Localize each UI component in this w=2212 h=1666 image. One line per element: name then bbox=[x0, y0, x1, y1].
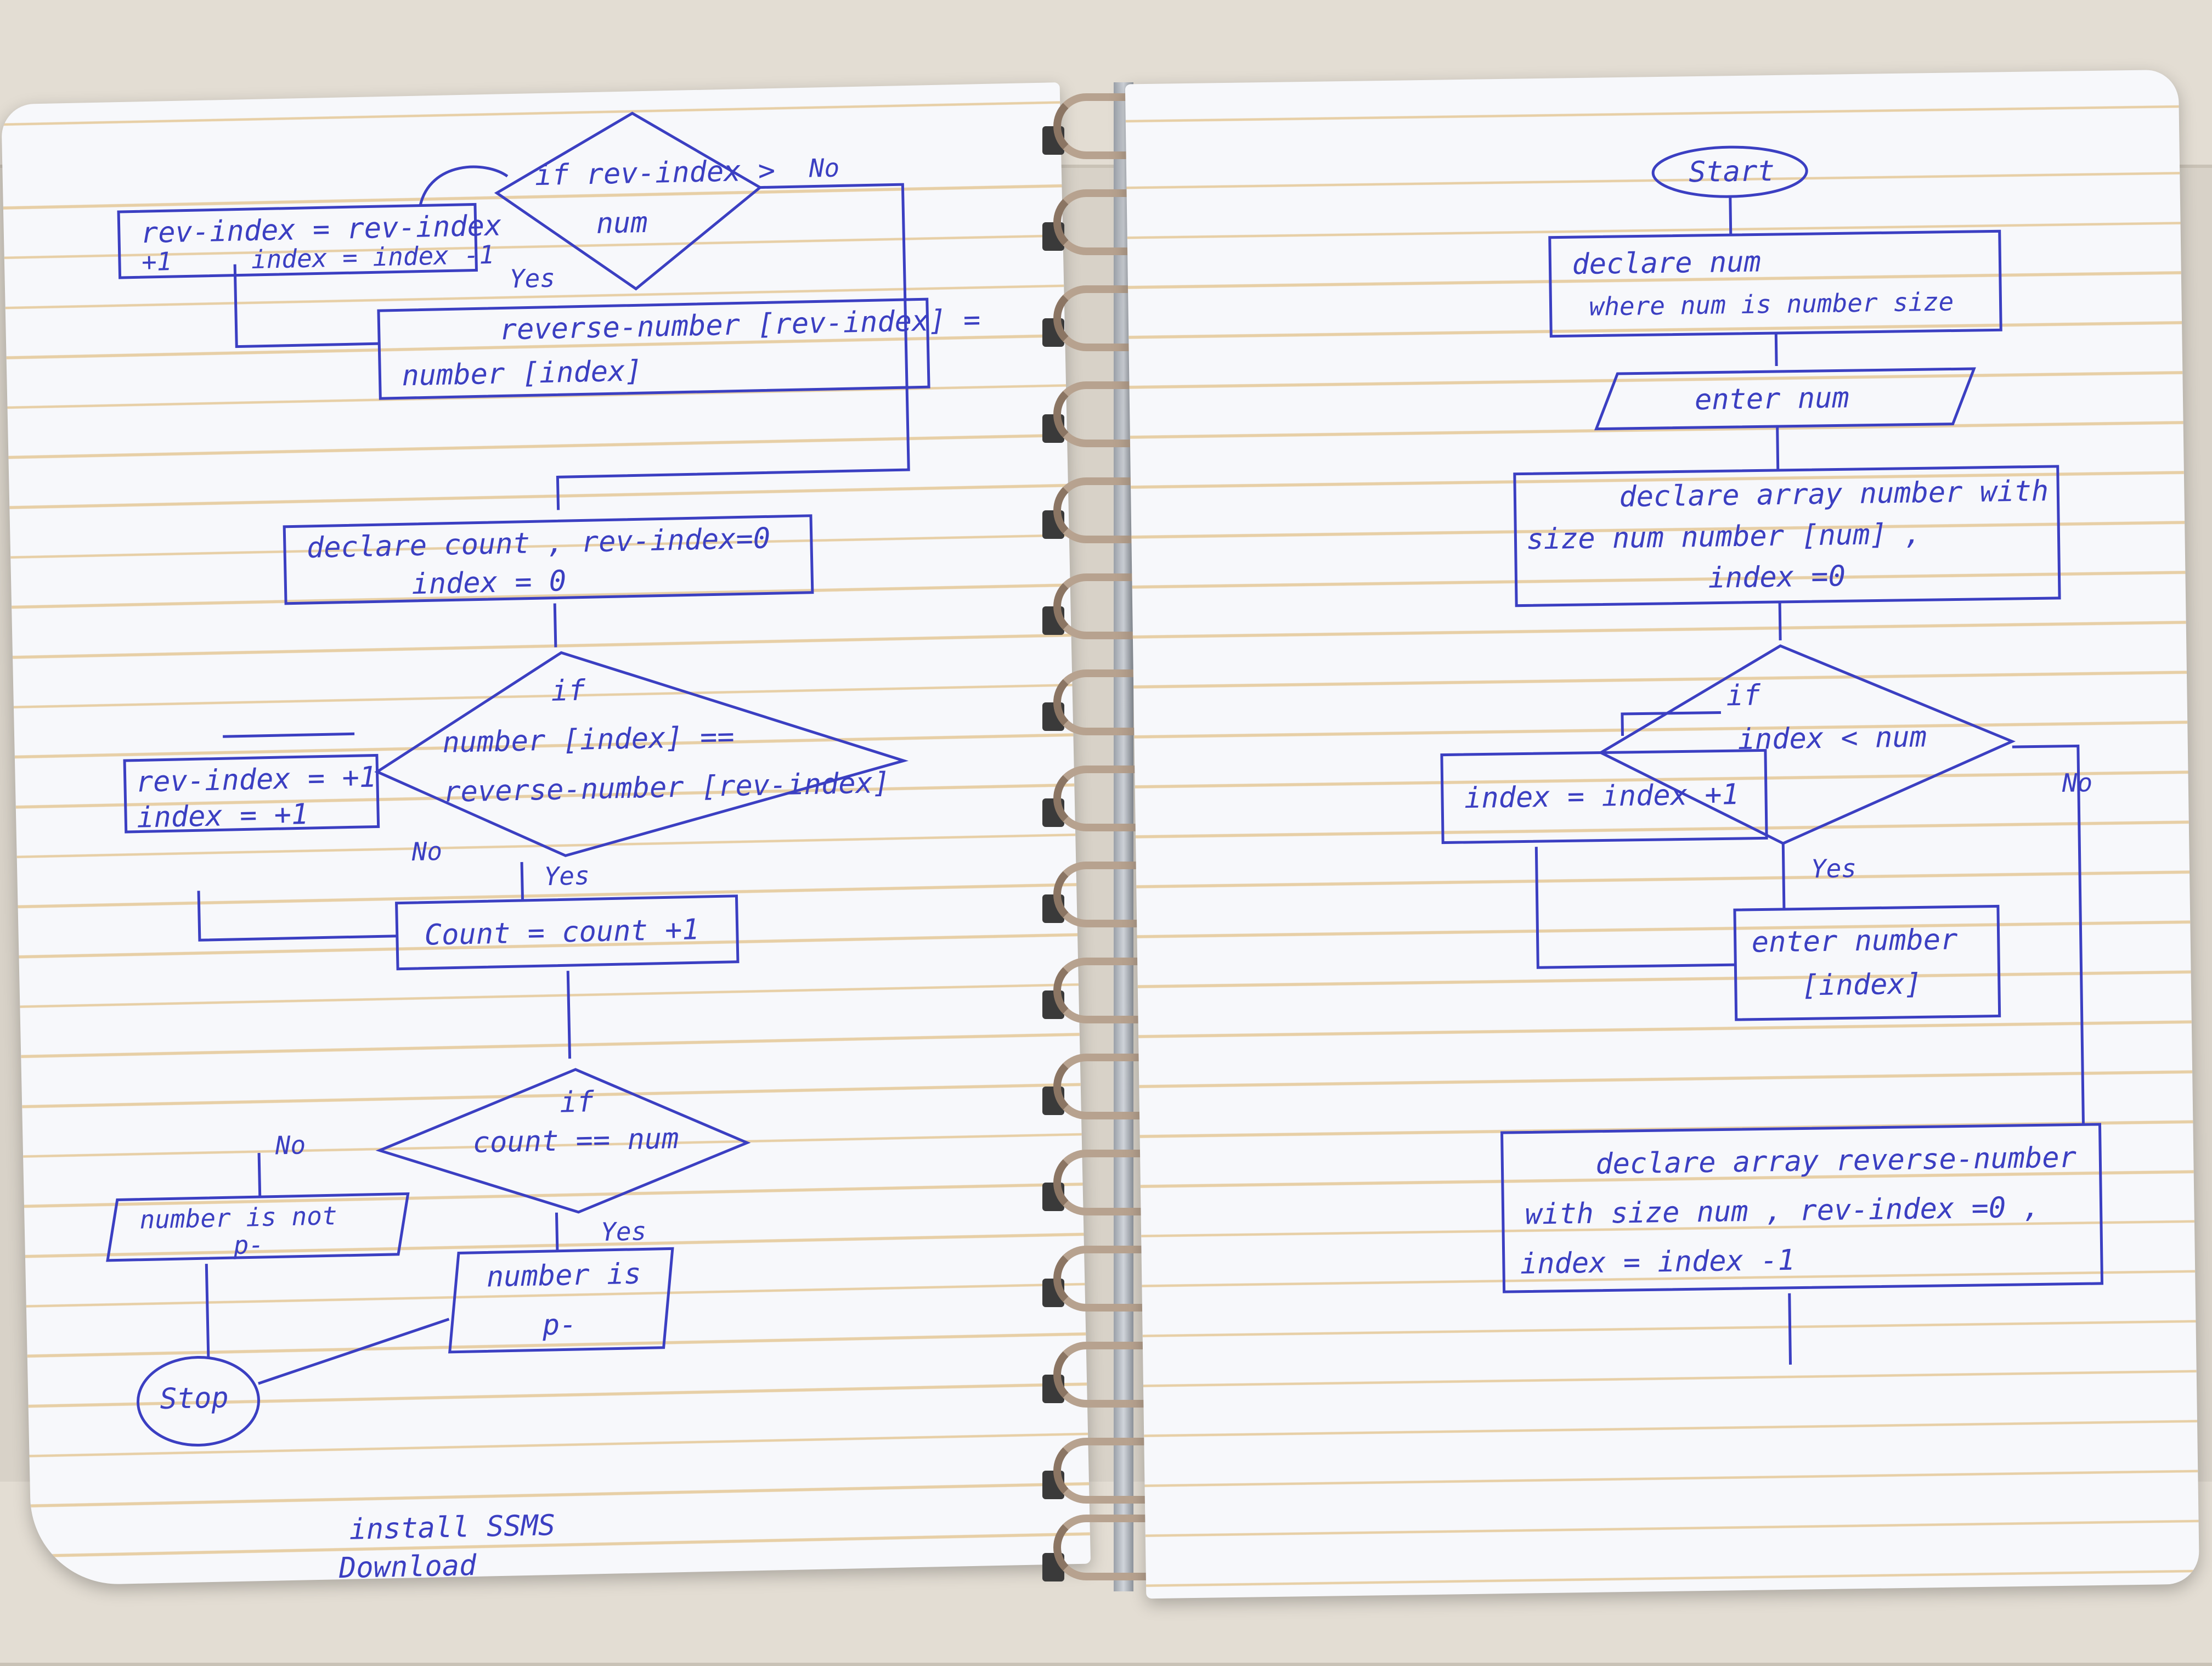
start-terminal: Start bbox=[1688, 155, 1775, 189]
loop-decision-line-2: index < num bbox=[1737, 721, 1927, 757]
not-p-line-1: number is not bbox=[139, 1201, 338, 1235]
right-flowchart-lines bbox=[1440, 145, 2104, 1365]
enter-number-line-1: enter number bbox=[1751, 923, 1958, 959]
notebook-right-page: Start declare num where num is number si… bbox=[1125, 69, 2200, 1599]
loop-yes-label: Yes bbox=[1810, 853, 1857, 884]
declare-num-line-1: declare num bbox=[1572, 245, 1762, 282]
loop-no-label: No bbox=[2062, 768, 2093, 798]
enter-num-text: enter num bbox=[1694, 381, 1850, 417]
count-box-text: Count = count +1 bbox=[424, 913, 700, 952]
not-p-line-2: p- bbox=[233, 1229, 264, 1260]
is-p-line-1: number is bbox=[486, 1257, 642, 1294]
declare-array-line-3: index =0 bbox=[1708, 560, 1846, 595]
left-flowchart-lines bbox=[106, 111, 930, 1447]
final-yes-label: Yes bbox=[600, 1216, 647, 1247]
update-box-line-2: +1 bbox=[141, 246, 172, 277]
notebook-left-page: if rev-index > num No Yes rev-index = re… bbox=[1, 82, 1091, 1586]
increment-box-line-2: index = +1 bbox=[136, 798, 309, 835]
note-download: Download bbox=[338, 1549, 477, 1585]
declare-num-line-2: where num is number size bbox=[1589, 286, 1954, 322]
increment-box-line-1: rev-index = +1 bbox=[136, 761, 377, 799]
declare-array-line-1: declare array number with bbox=[1619, 475, 2049, 514]
declare-box-line-2: index = 0 bbox=[411, 565, 567, 601]
stop-terminal: Stop bbox=[159, 1381, 229, 1416]
is-p-line-2: p- bbox=[542, 1308, 577, 1342]
index-increment-text: index = index +1 bbox=[1464, 778, 1740, 815]
final-decision-line-2: count == num bbox=[472, 1122, 679, 1160]
update-box-line-3: index = index -1 bbox=[251, 239, 495, 275]
top-yes-label: Yes bbox=[509, 263, 556, 294]
assign-box-line-2: number [index] bbox=[401, 354, 643, 393]
compare-decision-line-2: number [index] == bbox=[442, 720, 735, 759]
note-install: install SSMS bbox=[348, 1509, 556, 1546]
top-decision-text-2: num bbox=[596, 206, 648, 240]
declare-reverse-line-1: declare array reverse-number bbox=[1595, 1141, 2077, 1181]
loop-decision-line-1: if bbox=[1726, 679, 1761, 713]
final-decision-line-1: if bbox=[559, 1085, 595, 1119]
final-no-label: No bbox=[275, 1130, 306, 1161]
declare-reverse-line-3: index = index -1 bbox=[1520, 1243, 1796, 1281]
compare-yes-label: Yes bbox=[544, 860, 590, 892]
top-no-label: No bbox=[809, 153, 840, 183]
enter-number-line-2: [index] bbox=[1801, 967, 1922, 1003]
compare-no-label: No bbox=[411, 836, 443, 867]
declare-array-line-2: size num number [num] , bbox=[1526, 517, 1922, 556]
compare-decision-line-1: if bbox=[550, 674, 586, 708]
top-decision-text-1: if rev-index > bbox=[534, 154, 776, 193]
